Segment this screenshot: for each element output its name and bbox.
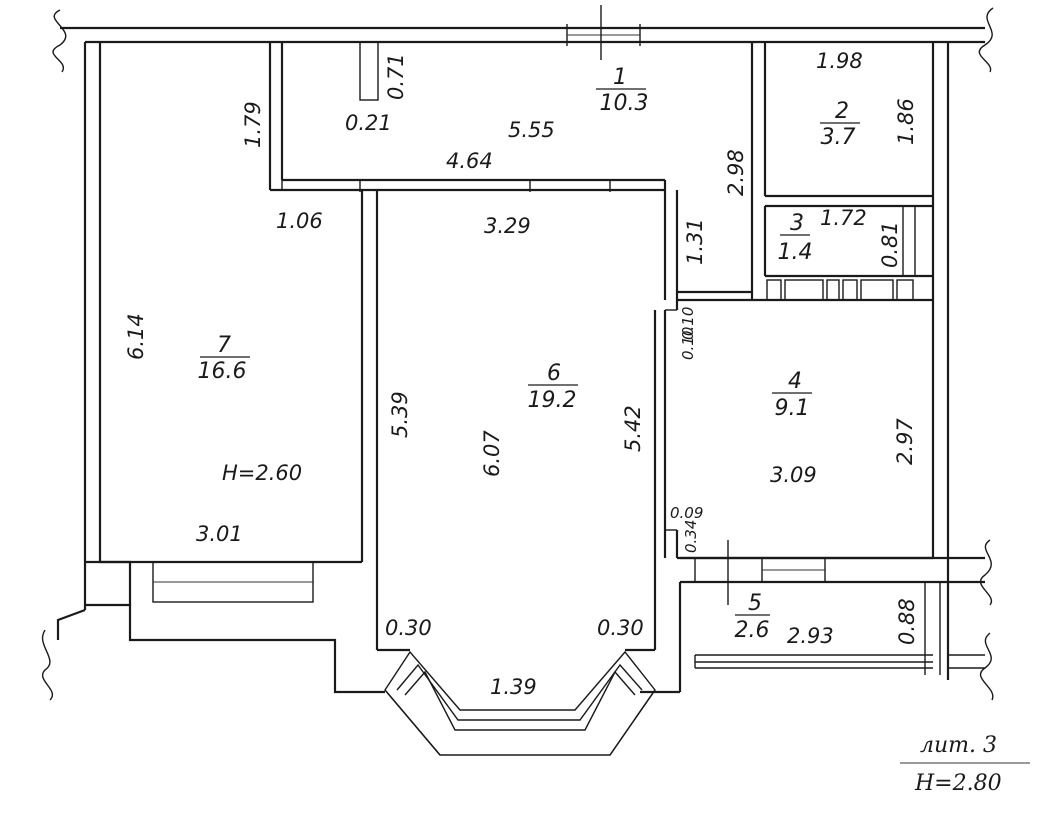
dim-4-64: 4.64 [446,149,493,173]
room-7-label: 7 16.6 [198,333,250,384]
svg-text:5: 5 [748,591,762,616]
dim-1-79: 1.79 [241,101,265,148]
dim-1-98: 1.98 [816,49,863,73]
dim-5-42: 5.42 [621,405,645,452]
room-7-height: H=2.60 [222,461,302,485]
svg-text:10.3: 10.3 [600,91,649,116]
dim-6-07: 6.07 [480,430,504,477]
dim-0-71: 0.71 [384,53,408,100]
room-6-walls [375,190,679,756]
dim-5-55: 5.55 [508,118,555,142]
dim-0-34: 0.34 [682,520,700,553]
dim-1-06: 1.06 [276,209,323,233]
svg-text:19.2: 19.2 [528,388,577,413]
dim-1-31: 1.31 [683,218,707,265]
dimension-labels: 0.71 0.21 5.55 4.64 1.79 1.06 2.98 1.31 … [124,49,919,699]
dim-2-98: 2.98 [724,149,748,196]
dim-1-72: 1.72 [820,206,867,230]
svg-text:1.4: 1.4 [778,240,813,265]
room-1-label: 1 10.3 [596,65,648,116]
svg-text:6: 6 [547,361,561,386]
dim-3-09: 3.09 [770,463,817,487]
dim-6-14: 6.14 [124,313,148,360]
room-7-walls [100,42,364,564]
dim-5-39: 5.39 [388,391,412,438]
dim-3-01: 3.01 [196,522,243,546]
dim-0-81: 0.81 [878,221,902,268]
dim-0-88: 0.88 [895,598,919,645]
room-6-label: 6 19.2 [528,361,578,413]
svg-text:4: 4 [788,369,802,394]
height-notes: H=2.60 лит. 3 H=2.80 [222,461,1030,796]
corridor-walls [282,41,767,300]
svg-text:3.7: 3.7 [821,125,856,150]
total-height: H=2.80 [914,771,1002,796]
svg-text:2.6: 2.6 [735,618,770,643]
outer-walls [41,5,994,701]
dim-2-97: 2.97 [893,418,917,465]
room-2-label: 2 3.7 [820,99,860,150]
dim-0-10-a: 0.10 [679,307,697,340]
room-labels: 1 10.3 2 3.7 3 1.4 4 9.1 5 2.6 6 19.2 [198,65,860,643]
dim-2-93: 2.93 [787,624,834,648]
room-4-walls [677,540,933,605]
svg-text:16.6: 16.6 [198,359,247,384]
room-3-label: 3 1.4 [778,211,813,265]
dim-0-30-a: 0.30 [385,616,432,640]
svg-text:9.1: 9.1 [775,396,810,421]
lit-label: лит. 3 [920,733,997,758]
svg-text:7: 7 [217,333,231,358]
dim-0-10-b: 0.10 [679,327,697,360]
room-5-label: 5 2.6 [735,591,770,643]
dim-0-21: 0.21 [345,111,392,135]
svg-text:1: 1 [613,65,627,90]
svg-text:2: 2 [835,99,849,124]
svg-text:3: 3 [790,211,804,236]
dim-1-86: 1.86 [894,98,918,145]
dim-0-09: 0.09 [670,504,703,522]
bath-walls [677,194,933,302]
dim-0-30-b: 0.30 [597,616,644,640]
dim-3-29: 3.29 [484,214,531,238]
dim-1-39: 1.39 [490,675,537,699]
room-4-label: 4 9.1 [772,369,812,421]
